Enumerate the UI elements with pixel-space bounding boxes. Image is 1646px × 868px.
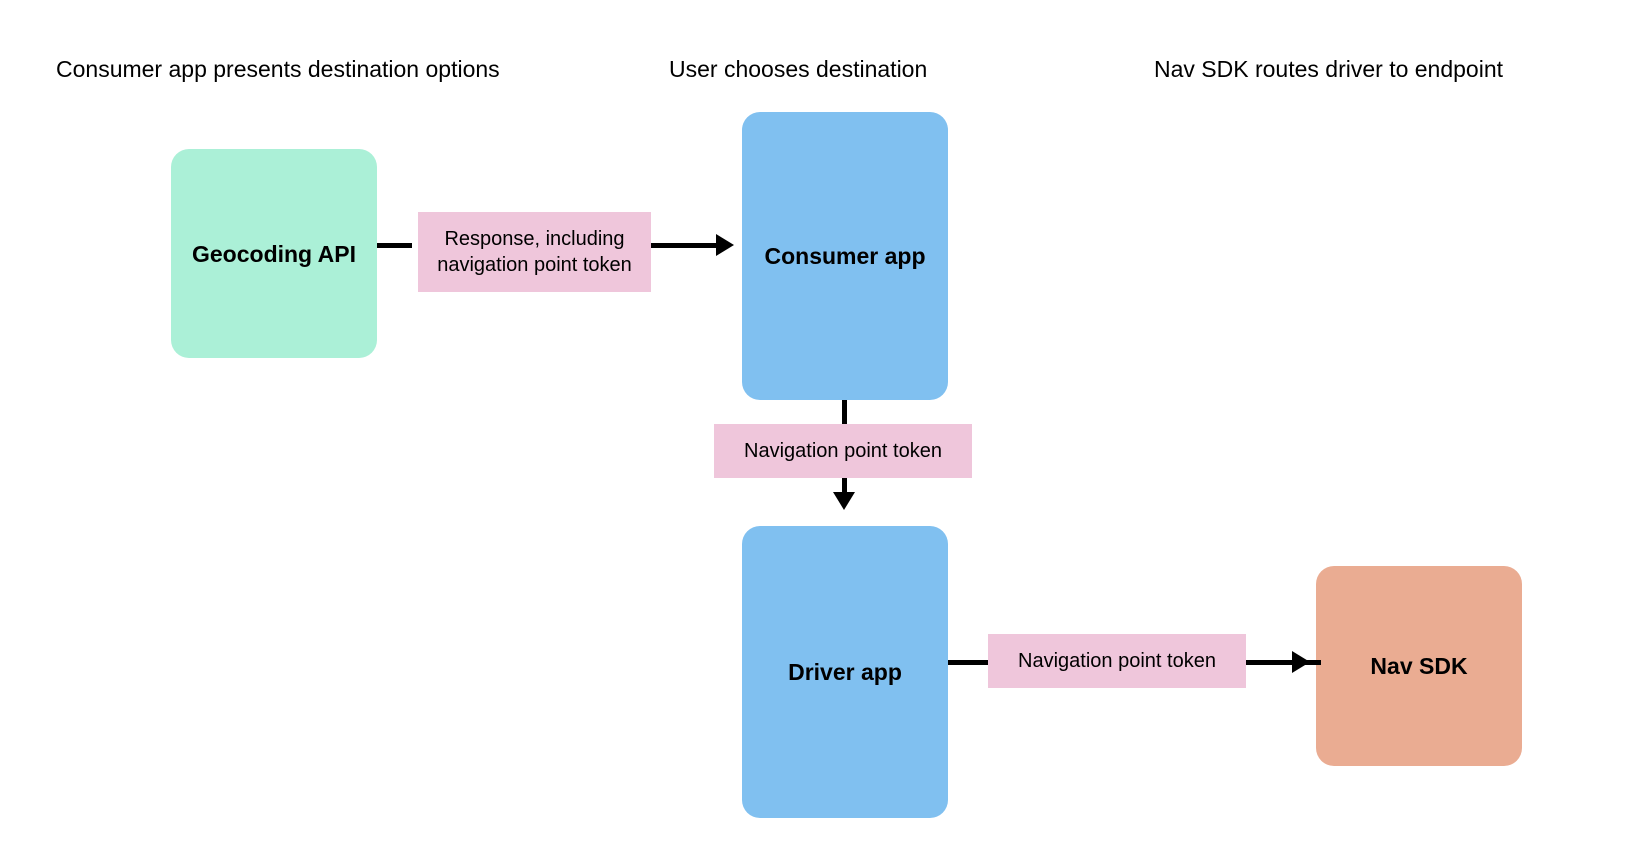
column-header-user-chooses-destination: User chooses destination — [669, 56, 928, 82]
edge-label-text-geocoding-to-consumer: Response, including navigation point tok… — [437, 228, 632, 276]
arrow-head-into-driver-app — [833, 492, 855, 510]
edge-line-driver-to-label — [948, 660, 994, 665]
node-geocoding-api[interactable]: Geocoding API — [171, 149, 377, 358]
node-driver-app[interactable]: Driver app — [742, 526, 948, 818]
node-consumer-app[interactable]: Consumer app — [742, 112, 948, 400]
column-header-nav-sdk-routes-driver-to-endpoint: Nav SDK routes driver to endpoint — [1154, 56, 1504, 82]
arrow-head-into-consumer-app — [716, 234, 734, 256]
edge-line-label-to-navsdk — [1239, 660, 1321, 665]
arrow-head-into-nav-sdk — [1292, 651, 1310, 673]
edge-line-geocoding-to-label — [377, 243, 412, 248]
edge-label-text-driver-to-navsdk: Navigation point token — [1018, 650, 1216, 672]
edge-label-navigation-point-token-consumer-to-driver: Navigation point token — [714, 424, 972, 478]
edge-label-response-including-navigation-point-token: Response, including navigation point tok… — [418, 212, 651, 292]
node-label-consumer-app: Consumer app — [764, 243, 926, 269]
edge-label-text-consumer-to-driver: Navigation point token — [744, 440, 942, 462]
node-label-geocoding-api: Geocoding API — [192, 240, 356, 267]
edge-line-label-to-consumer — [640, 243, 722, 248]
node-label-nav-sdk: Nav SDK — [1370, 653, 1468, 679]
node-nav-sdk[interactable]: Nav SDK — [1316, 566, 1522, 766]
column-header-consumer-app-presents-destination-options: Consumer app presents destination option… — [56, 56, 500, 82]
node-label-driver-app: Driver app — [788, 659, 902, 685]
edge-label-navigation-point-token-driver-to-navsdk: Navigation point token — [988, 634, 1246, 688]
